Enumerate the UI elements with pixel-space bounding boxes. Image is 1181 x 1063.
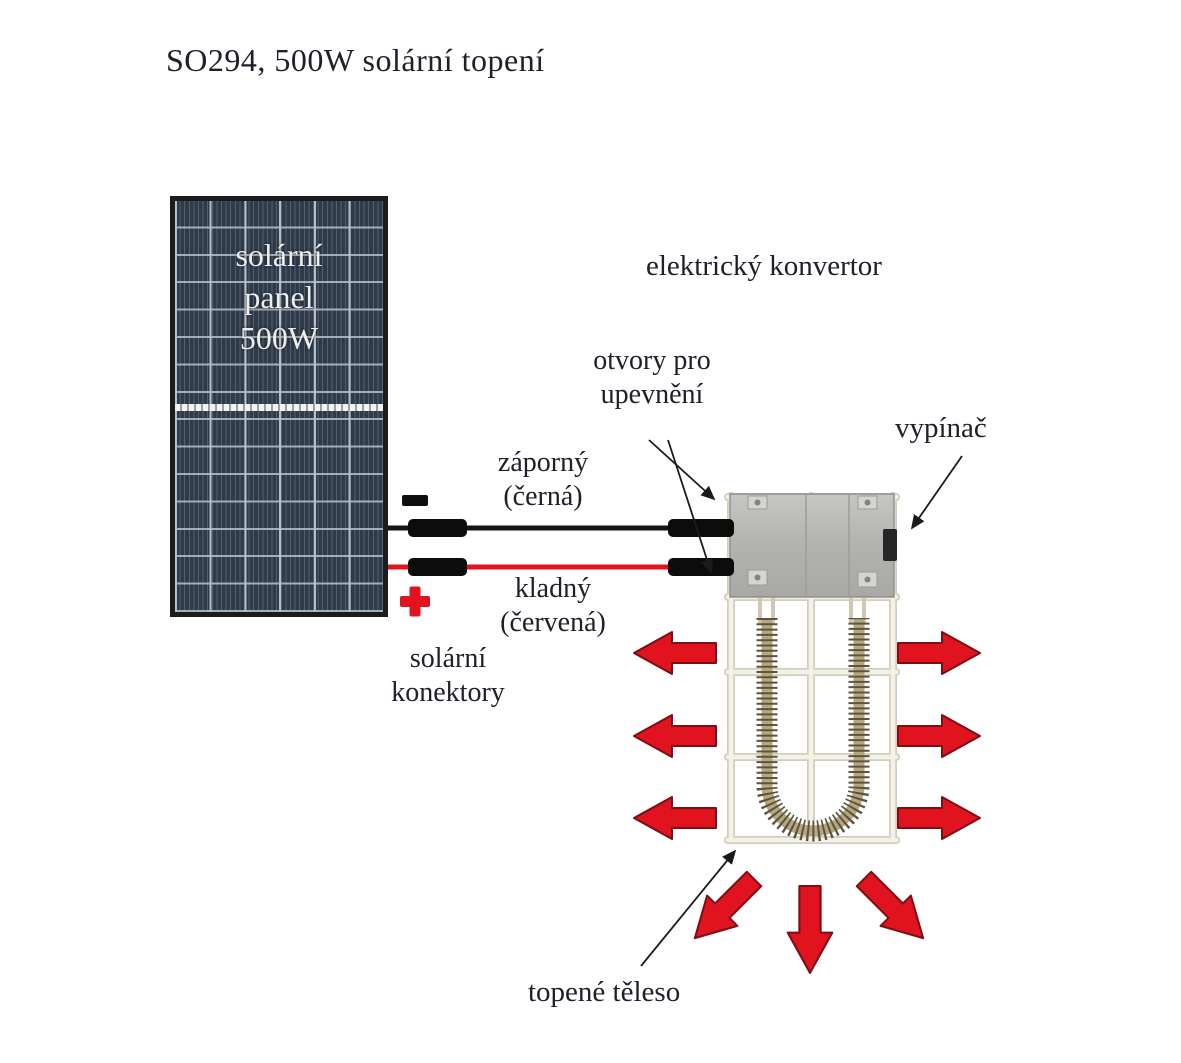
- solar-connector-icons: [408, 519, 734, 576]
- plus-icon: [400, 586, 430, 617]
- negative-wire-label: záporný (černá): [458, 446, 628, 514]
- solar-connectors-line2: konektory: [391, 677, 505, 709]
- power-switch-icon: [883, 529, 897, 561]
- bracket-screws: [754, 499, 871, 583]
- minus-icon: [402, 495, 428, 506]
- panel-label-line1: solární: [235, 237, 323, 273]
- heat-arrow-left-3: [633, 796, 717, 840]
- positive-wire-line2: (červená): [500, 607, 606, 639]
- converter-box: [729, 493, 897, 598]
- pointer-heating-element: [640, 849, 737, 967]
- diagram-title: SO294, 500W solární topení: [166, 42, 545, 78]
- panel-busbar: [175, 404, 383, 411]
- heat-arrow-right-1: [897, 631, 981, 675]
- heat-arrow-right-2: [897, 714, 981, 758]
- switch-label: vypínač: [895, 412, 987, 444]
- panel-label: solární panel 500W: [175, 235, 383, 360]
- pointer-mounting-hole-bottom: [667, 439, 714, 574]
- mounting-holes-line2: upevnění: [600, 379, 704, 411]
- pointer-switch: [910, 455, 963, 530]
- heating-element-label: topené těleso: [528, 976, 681, 1008]
- converter-label: elektrický konvertor: [646, 250, 882, 282]
- mounting-holes-line1: otvory pro: [593, 345, 711, 376]
- negative-wire-line2: (černá): [503, 481, 583, 513]
- negative-wire-line1: záporný: [497, 447, 589, 478]
- mounting-holes-label: otvory pro upevnění: [566, 344, 738, 412]
- panel-label-line2: panel: [244, 278, 314, 315]
- panel-label-line3: 500W: [239, 320, 319, 357]
- heat-arrow-down-left: [678, 862, 771, 955]
- heat-arrow-right-3: [897, 796, 981, 840]
- solar-connectors-label: solární konektory: [362, 642, 534, 710]
- solar-panel: solární panel 500W: [170, 196, 388, 617]
- heating-coil: [756, 598, 870, 842]
- heat-arrow-down-right: [847, 862, 940, 955]
- heat-arrow-down: [786, 884, 834, 974]
- solar-connectors-line1: solární: [409, 643, 487, 674]
- positive-wire-line1: kladný: [514, 573, 592, 604]
- heat-arrow-left-2: [633, 714, 717, 758]
- pointer-mounting-hole-top: [648, 439, 716, 501]
- positive-wire-label: kladný (červená): [458, 572, 648, 640]
- pointer-arrows: [640, 439, 963, 967]
